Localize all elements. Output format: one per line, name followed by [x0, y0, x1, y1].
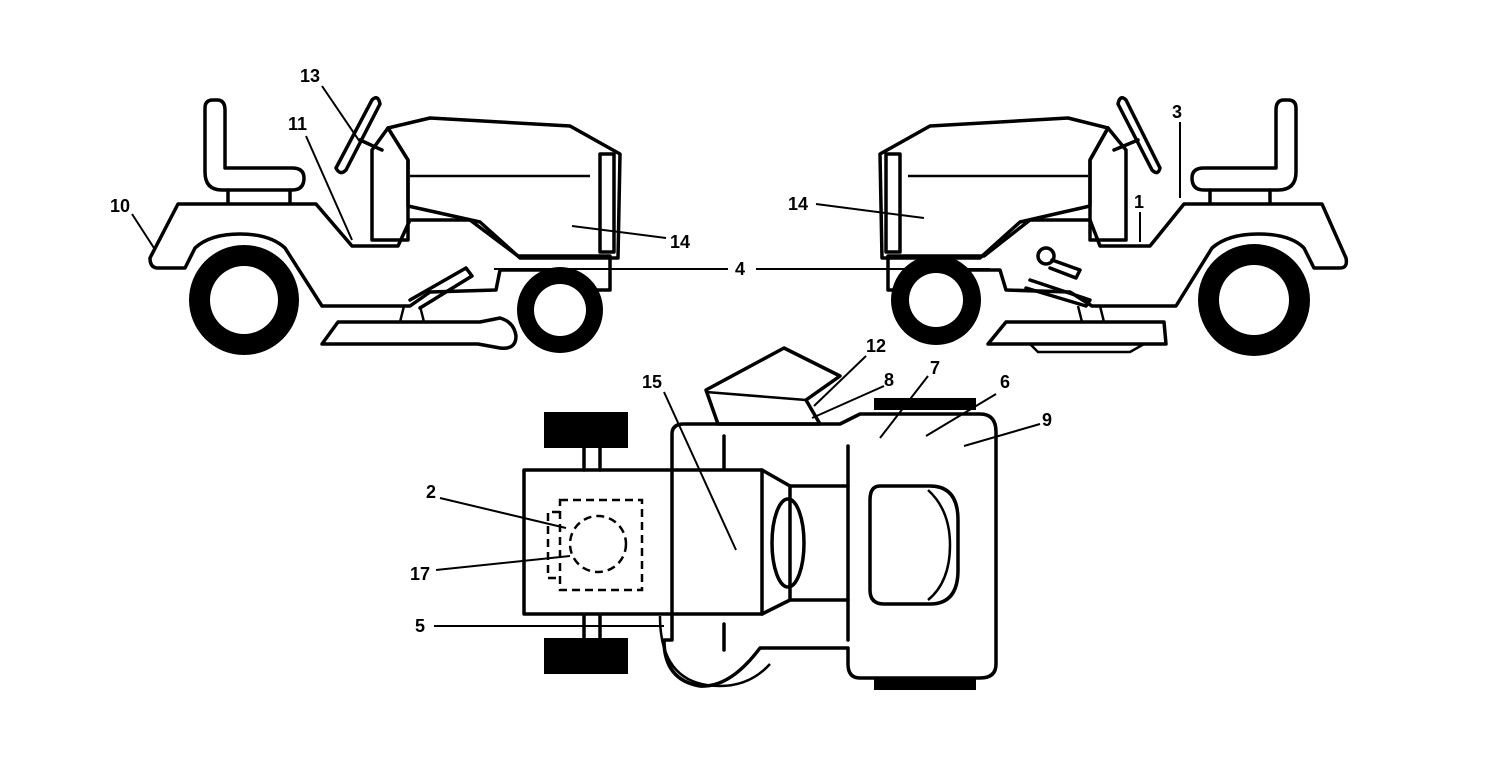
leader-lines [131, 85, 1181, 627]
steering-wheel-right [1116, 96, 1162, 175]
tractor-left-side-view [148, 96, 622, 355]
hood-right [878, 116, 1110, 260]
engine-outline [558, 498, 644, 592]
mower-deck-left [320, 316, 518, 350]
callout-12: 12 [866, 336, 886, 356]
callout-14-right: 14 [788, 194, 808, 214]
discharge-chute [704, 346, 842, 426]
callout-labels: 1 2 3 4 5 6 7 8 9 10 11 12 13 14 14 15 1… [110, 66, 1182, 636]
battery-outline [568, 514, 628, 574]
callout-6: 6 [1000, 372, 1010, 392]
callout-9: 9 [1042, 410, 1052, 430]
seat-top [868, 484, 960, 606]
callout-11: 11 [288, 114, 307, 134]
callout-2: 2 [426, 482, 436, 502]
callout-5: 5 [415, 616, 425, 636]
tractor-top-view [522, 346, 998, 690]
mower-deck-right [986, 320, 1168, 346]
callout-1: 1 [1134, 192, 1144, 212]
hood-left [386, 116, 622, 260]
callout-3: 3 [1172, 102, 1182, 122]
front-tire-bottom [544, 638, 628, 674]
callout-13: 13 [300, 66, 320, 86]
seat-right [1190, 98, 1298, 192]
mower-deck-top [662, 412, 998, 688]
callout-17: 17 [410, 564, 430, 584]
front-tire-top [544, 412, 628, 448]
seat-left [203, 98, 306, 192]
hood-top [522, 468, 764, 616]
callout-7: 7 [930, 358, 940, 378]
callout-14-left: 14 [670, 232, 690, 252]
lift-knob-right [1036, 246, 1056, 266]
callout-10: 10 [110, 196, 130, 216]
callout-8: 8 [884, 370, 894, 390]
callout-15: 15 [642, 372, 662, 392]
tractor-right-side-view [878, 96, 1349, 356]
steering-wheel-left [334, 96, 382, 175]
callout-4: 4 [735, 259, 745, 279]
